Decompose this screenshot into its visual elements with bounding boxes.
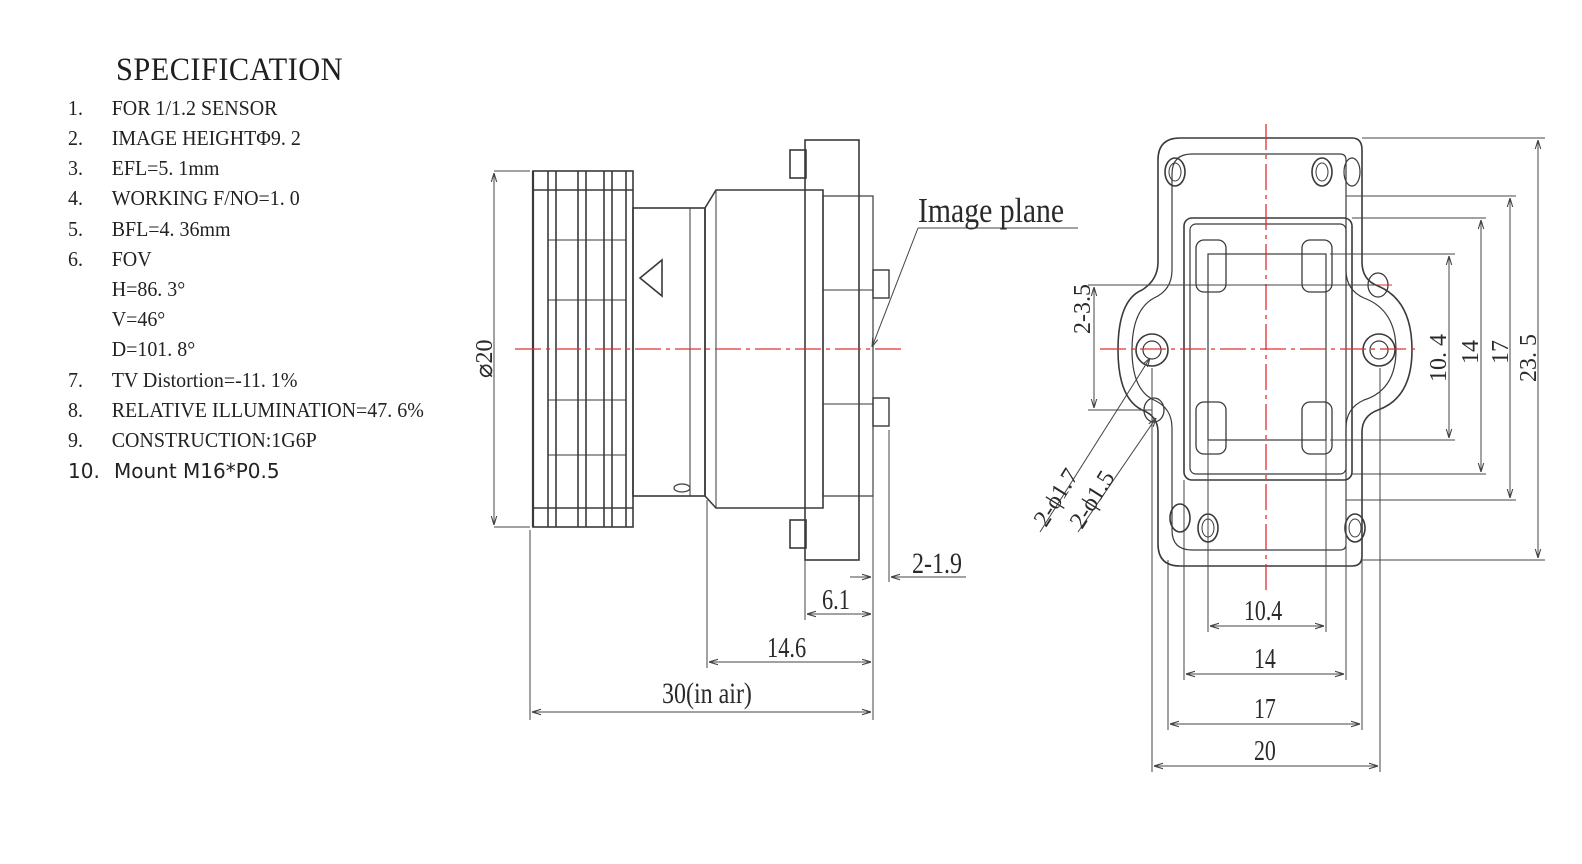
dim-h-10-4-label: 10.4 — [1244, 597, 1283, 627]
spec-item: 1.FOR 1/1.2 SENSOR — [68, 96, 278, 120]
spec-subitem: D=101. 8° — [111, 337, 196, 361]
specification-panel: SPECIFICATION 1.FOR 1/1.2 SENSOR 2.IMAGE… — [0, 0, 470, 500]
dim-6-1-label: 6.1 — [822, 585, 850, 616]
spec-item: 3.EFL=5. 1mm — [68, 156, 220, 180]
dim-v-10-4-label: 10. 4 — [1426, 334, 1452, 382]
spec-item: 4.WORKING F/NO=1. 0 — [68, 186, 300, 210]
diameter-dimension — [494, 170, 530, 528]
spec-item: 6.FOV — [68, 247, 152, 271]
spec-item: 8.RELATIVE ILLUMINATION=47. 6% — [68, 398, 424, 422]
dim-h-20-label: 20 — [1254, 737, 1276, 767]
spec-item: 7.TV Distortion=-11. 1% — [68, 368, 298, 392]
image-plane-label: Image plane — [918, 192, 1064, 231]
spec-subitem: V=46° — [111, 307, 166, 331]
front-view-vertical-dimensions — [1330, 137, 1545, 561]
dim-v-23-5-label: 23. 5 — [1516, 334, 1542, 382]
spec-item: 5.BFL=4. 36mm — [68, 217, 231, 241]
dim-2-1-9-label: 2-1.9 — [912, 546, 962, 579]
side-view-dimensions — [529, 430, 966, 720]
spec-item: 9.CONSTRUCTION:1G6P — [68, 428, 317, 452]
dim-2-3-5-label: 2-3.5 — [1070, 284, 1096, 334]
spec-title: SPECIFICATION — [116, 52, 343, 88]
dim-30-label: 30(in air) — [662, 676, 752, 709]
front-view-left-dimensions — [1039, 284, 1378, 533]
dim-v-14-label: 14 — [1458, 340, 1484, 364]
dim-h-17-label: 17 — [1254, 695, 1276, 725]
lens-side-view — [531, 139, 890, 561]
front-view-horizontal-dimensions — [1151, 368, 1381, 772]
dim-14-6-label: 14.6 — [767, 633, 806, 664]
mount-front-view — [1117, 137, 1413, 567]
diameter-label: ⌀20 — [472, 340, 498, 378]
dim-v-17-label: 17 — [1488, 340, 1514, 364]
image-plane-leader — [872, 227, 1078, 347]
spec-subitem: H=86. 3° — [111, 277, 186, 301]
dim-h-14-label: 14 — [1254, 645, 1276, 675]
spec-item: 2.IMAGE HEIGHTΦ9. 2 — [68, 126, 301, 150]
spec-item: 10.Mount M16*P0.5 — [68, 459, 280, 483]
